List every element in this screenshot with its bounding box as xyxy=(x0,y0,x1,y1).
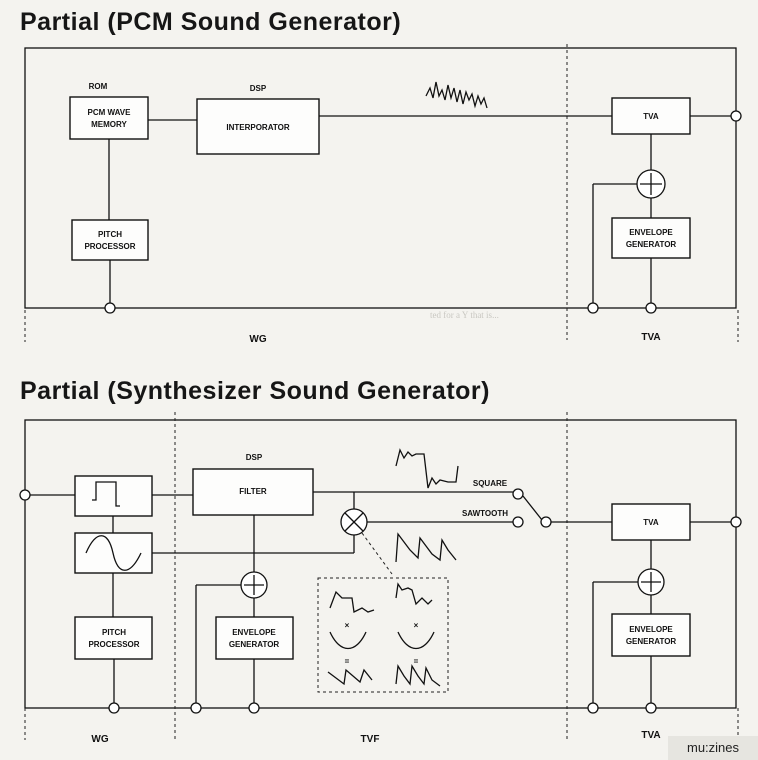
synth-wg-node xyxy=(108,702,120,714)
synth-output-node xyxy=(730,516,742,528)
filtered-square-icon xyxy=(395,448,459,489)
synth-env2-line1: ENVELOPE xyxy=(629,625,673,634)
waveform-explanation-inset xyxy=(317,577,449,693)
synth-section-tvf: TVF xyxy=(361,734,380,745)
sawtooth-wave-icon xyxy=(395,532,457,563)
pcm-output-node xyxy=(730,110,742,122)
pcm-wave-memory-box xyxy=(69,96,149,140)
pcm-env-line1: ENVELOPE xyxy=(629,228,673,237)
synth-dsp-label: DSP xyxy=(246,453,263,462)
pcm-title: Partial (PCM Sound Generator) xyxy=(20,8,402,36)
synth-tva-envelope-box xyxy=(611,613,691,657)
synth-tvf-env-node xyxy=(248,702,260,714)
sawtooth-label: SAWTOOTH xyxy=(462,509,508,518)
synth-tvf-envelope-box xyxy=(215,616,294,660)
inset-equals-right: = xyxy=(414,657,419,666)
pcm-wave-memory-line1: PCM WAVE xyxy=(88,108,132,117)
synth-filter-box xyxy=(192,468,314,516)
synth-env2-line2: GENERATOR xyxy=(626,637,677,646)
synth-pitch-line2: PROCESSOR xyxy=(88,640,139,649)
synth-section-wg: WG xyxy=(91,734,108,745)
sawtooth-switch-node xyxy=(512,516,524,528)
pcm-pitch-processor-box xyxy=(71,219,149,261)
synth-tva-text: TVA xyxy=(643,518,659,527)
bleed-through-text: ted for a Y that is... xyxy=(430,310,499,320)
pcm-section-tva: TVA xyxy=(641,332,660,343)
pcm-tva-level-node xyxy=(587,302,599,314)
synth-pitch-line1: PITCH xyxy=(102,628,126,637)
square-switch-node xyxy=(512,488,524,500)
pcm-tva-text: TVA xyxy=(643,112,659,121)
square-label: SQUARE xyxy=(473,479,508,488)
synth-frame xyxy=(24,419,737,709)
pcm-env-line2: GENERATOR xyxy=(626,240,677,249)
pcm-wave-memory-line2: MEMORY xyxy=(91,120,127,129)
synth-tvf-level-node xyxy=(190,702,202,714)
pcm-waveform-icon xyxy=(425,81,488,109)
pcm-dsp-label: DSP xyxy=(250,84,267,93)
pcm-interporator-box xyxy=(196,98,320,155)
pcm-tva-env-node xyxy=(645,302,657,314)
pcm-tva-box xyxy=(611,97,691,135)
pcm-diagram: ROM PCM WAVE MEMORY DSP INTERPORATOR PIT… xyxy=(24,44,742,345)
pcm-pitch-line1: PITCH xyxy=(98,230,122,239)
synth-section-tva: TVA xyxy=(641,730,660,741)
inset-times-left: × xyxy=(345,621,350,630)
synth-diagram: PITCH PROCESSOR DSP FILTER ENVELOPE GENE… xyxy=(19,412,742,745)
pcm-frame xyxy=(24,47,737,309)
synth-title: Partial (Synthesizer Sound Generator) xyxy=(20,377,490,405)
synth-env-line2: GENERATOR xyxy=(229,640,280,649)
pcm-interporator-text: INTERPORATOR xyxy=(226,123,289,132)
pcm-section-wg: WG xyxy=(249,334,266,345)
synth-env-line1: ENVELOPE xyxy=(232,628,276,637)
synth-pitch-processor-box xyxy=(74,616,153,660)
synth-tva-env-node xyxy=(645,702,657,714)
selector-switch xyxy=(522,495,543,521)
inset-equals-left: = xyxy=(345,657,350,666)
pcm-pitch-line2: PROCESSOR xyxy=(84,242,135,251)
synth-tva-level-node xyxy=(587,702,599,714)
pcm-rom-label: ROM xyxy=(89,82,108,91)
muzines-logo: mu:zines xyxy=(668,736,758,760)
sine-wave-icon xyxy=(85,535,142,571)
synth-filter-text: FILTER xyxy=(239,487,267,496)
square-wave-icon xyxy=(92,481,120,507)
synth-input-node xyxy=(19,489,31,501)
pcm-envelope-generator-box xyxy=(611,217,691,259)
inset-times-right: × xyxy=(414,621,419,630)
synth-square-osc-box xyxy=(74,475,153,517)
pcm-wg-input-node xyxy=(104,302,116,314)
